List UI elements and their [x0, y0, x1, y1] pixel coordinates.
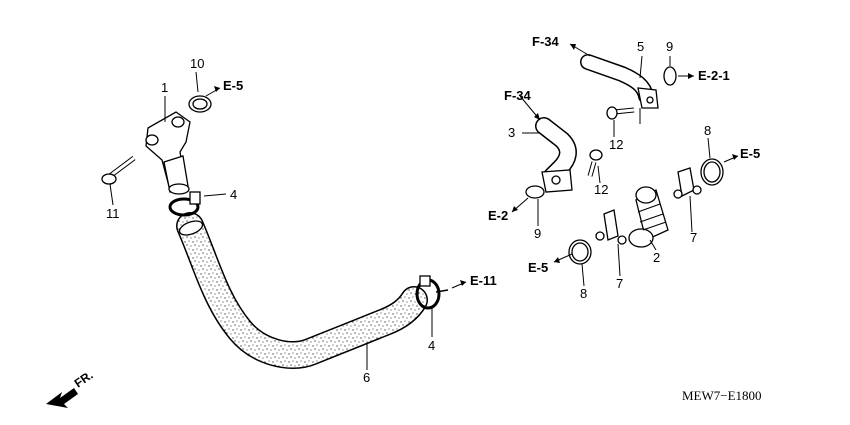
ref-e5-upper-left: E-5: [223, 78, 243, 93]
o-ring-part-9-upper: [663, 66, 677, 86]
o-ring-part-8-lower-inner: [571, 242, 589, 262]
ref-e2-1: E-2-1: [698, 68, 730, 83]
o-ring-part-10-inner: [192, 98, 208, 110]
front-direction-label: FR.: [72, 368, 96, 391]
reference-arrows: [205, 43, 739, 289]
callout-12-upper: 12: [609, 137, 623, 152]
ref-f34-upper: F-34: [532, 34, 560, 49]
coolant-hose-part-6: [176, 212, 428, 369]
callout-4-upper: 4: [230, 187, 237, 202]
callout-12-lower: 12: [594, 182, 608, 197]
clip-part-7-upper: [673, 167, 702, 199]
ref-e5-right: E-5: [740, 146, 760, 161]
diagram-code: MEW7−E1800: [682, 388, 762, 403]
o-ring-part-9-lower: [525, 185, 545, 199]
callout-9-upper: 9: [666, 39, 673, 54]
elbow-pipe-part-3: [535, 117, 577, 193]
callout-6: 6: [363, 370, 370, 385]
ref-e11: E-11: [470, 273, 497, 288]
callout-1: 1: [161, 80, 168, 95]
leader-lines: [109, 55, 711, 370]
callout-2: 2: [653, 250, 660, 265]
callout-8-lower: 8: [580, 286, 587, 301]
bolt-part-12-upper: [606, 106, 635, 120]
bolt-part-12-lower: [587, 149, 603, 177]
callout-5: 5: [637, 39, 644, 54]
callout-4-lower: 4: [428, 338, 435, 353]
ref-e2: E-2: [488, 208, 508, 223]
callout-8-upper: 8: [704, 123, 711, 138]
bolt-part-11: [101, 156, 136, 185]
callout-7-lower: 7: [616, 276, 623, 291]
thermostat-cover-part-1: [145, 111, 191, 195]
pipe-part-5: [580, 54, 659, 124]
hose-clamp-part-4-lower: [415, 275, 449, 310]
callout-10: 10: [190, 56, 204, 71]
callout-11: 11: [106, 206, 120, 221]
callout-7-upper: 7: [690, 230, 697, 245]
clip-part-7-lower: [595, 209, 627, 245]
callout-3: 3: [508, 125, 515, 140]
front-direction-arrow: [46, 388, 78, 408]
pipe-sleeve-part-2: [628, 186, 669, 248]
ref-e5-lower: E-5: [528, 260, 548, 275]
o-ring-part-8-upper-inner: [703, 161, 721, 183]
hose-clamp-part-4-upper: [168, 191, 201, 217]
ref-f34-lower: F-34: [504, 88, 532, 103]
callout-9-lower: 9: [534, 226, 541, 241]
